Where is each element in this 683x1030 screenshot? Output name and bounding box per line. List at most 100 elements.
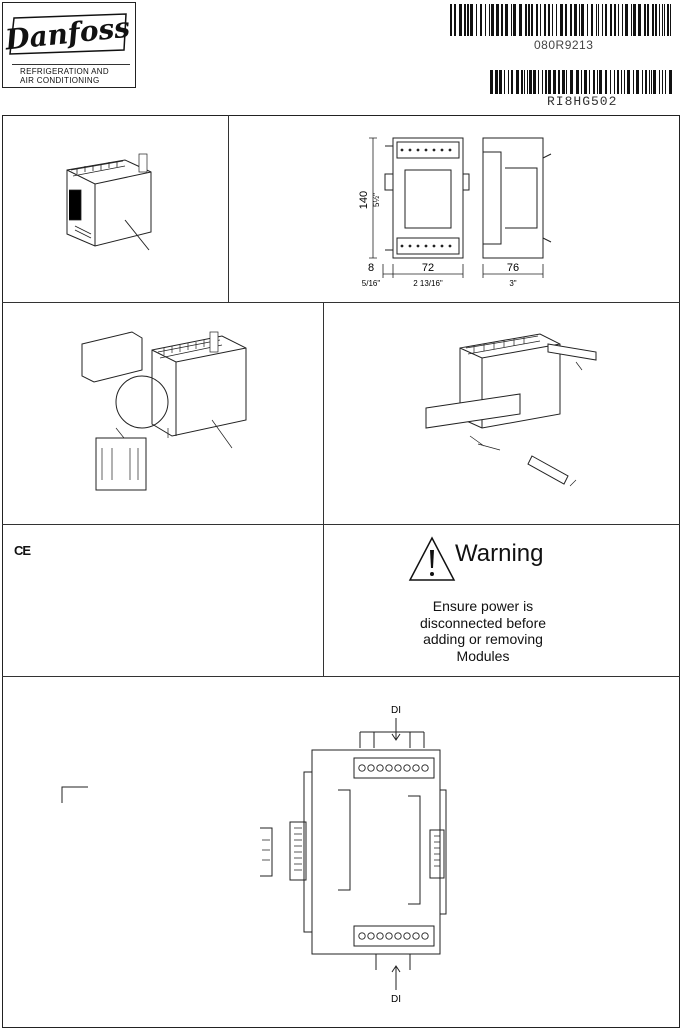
width-mm-label: 72: [422, 262, 434, 274]
barcode-bar: [589, 70, 590, 94]
module-isometric-illustration: [55, 150, 165, 265]
barcode-bar: [519, 4, 522, 36]
barcode-bar: [621, 70, 622, 94]
tagline: REFRIGERATION AND AIR CONDITIONING: [20, 67, 109, 85]
barcode-bar: [652, 4, 654, 36]
barcode-bar: [574, 4, 577, 36]
module-connection-illustration: [72, 320, 272, 505]
barcode-bar: [533, 70, 536, 94]
barcode-bar: [662, 4, 663, 36]
barcode-bar: [636, 70, 639, 94]
barcode-bar: [495, 70, 498, 94]
barcode-bar: [614, 4, 616, 36]
row-divider-2: [2, 524, 680, 525]
warning-line-3: adding or removing: [423, 631, 543, 647]
barcode-bar: [610, 70, 611, 94]
instruction-sheet: [2, 115, 680, 1028]
barcode-bar: [597, 70, 598, 94]
barcode-bar: [470, 4, 473, 36]
barcode-bar: [625, 4, 628, 36]
barcode-bar: [598, 4, 599, 36]
barcode-bar: [542, 70, 543, 94]
barcode-bar: [525, 4, 527, 36]
barcode-bar: [552, 4, 553, 36]
barcode-bar: [450, 4, 452, 36]
barcode-product-bars: [450, 4, 671, 36]
header-box: [2, 2, 136, 88]
barcode-bar: [504, 70, 505, 94]
barcode-bar: [633, 4, 636, 36]
row-divider-3: [2, 676, 680, 677]
barcode-bar: [490, 70, 493, 94]
barcode-bar: [562, 70, 565, 94]
barcode-bar: [664, 4, 665, 36]
barcode-bar: [548, 70, 551, 94]
barcode-bar: [579, 4, 580, 36]
barcode-bar: [513, 4, 516, 36]
barcode-bar: [570, 70, 573, 94]
col-divider-2: [323, 302, 324, 676]
barcode-bar: [602, 4, 603, 36]
barcode-bar: [642, 70, 643, 94]
barcode-bar: [662, 70, 663, 94]
barcode-bar: [544, 4, 546, 36]
din-rail-mounting-illustration: [420, 318, 610, 503]
barcode-bar: [659, 4, 660, 36]
barcode-bar: [605, 70, 607, 94]
rail-in-label: 5/16": [362, 279, 381, 288]
col-divider-1: [228, 115, 229, 302]
barcode-bar: [667, 4, 669, 36]
tagline-line2: AIR CONDITIONING: [20, 76, 100, 85]
barcode-bar: [624, 70, 625, 94]
width-in-label: 2 13/16": [413, 279, 443, 288]
warning-line-2: disconnected before: [419, 614, 547, 631]
barcode-bar: [536, 4, 538, 36]
di-top-label: DI: [391, 705, 401, 716]
barcode-bar: [476, 4, 477, 36]
barcode-bar: [647, 4, 649, 36]
danfoss-logo: Danfoss: [3, 10, 132, 57]
logo-graphic: Danfoss: [3, 11, 132, 57]
barcode-bar: [527, 70, 528, 94]
barcode-bar: [669, 70, 672, 94]
barcode-bar: [480, 4, 482, 36]
barcode-bar: [528, 4, 530, 36]
barcode-bar: [618, 4, 619, 36]
header-divider: [12, 64, 130, 65]
barcode-bar: [576, 70, 579, 94]
row-divider-1: [2, 302, 680, 303]
dimension-drawing: 140 5½" 8 5/16" 72 2 13/16" 76 3": [355, 128, 575, 308]
tagline-line1: REFRIGERATION AND: [20, 67, 109, 76]
product-code: 080R9213: [534, 38, 594, 52]
barcode-bar: [651, 70, 652, 94]
barcode-bar: [599, 70, 602, 94]
depth-mm-label: 76: [507, 262, 519, 274]
barcode-bar: [570, 4, 572, 36]
barcode-bar: [489, 4, 490, 36]
barcode-bar: [529, 70, 532, 94]
barcode-bar: [596, 4, 597, 36]
barcode-bar: [622, 4, 623, 36]
barcode-bar: [659, 70, 660, 94]
warning-title: Warning: [455, 540, 544, 567]
warning-line-4: Modules: [456, 647, 510, 664]
barcode-bar: [496, 4, 499, 36]
barcode-bar: [649, 70, 650, 94]
barcode-bar: [633, 70, 634, 94]
barcode-document-bars: [490, 70, 672, 94]
barcode-bar: [531, 4, 533, 36]
barcode-bar: [653, 70, 656, 94]
barcode-document: [490, 70, 672, 99]
barcode-bar: [605, 4, 607, 36]
barcode-bar: [670, 4, 671, 36]
barcode-bar: [545, 70, 547, 94]
ce-mark: CE: [14, 543, 31, 558]
barcode-bar: [591, 4, 593, 36]
barcode-bar: [644, 4, 646, 36]
barcode-bar: [631, 4, 632, 36]
barcode-bar: [665, 70, 666, 94]
barcode-bar: [540, 4, 541, 36]
barcode-bar: [459, 4, 462, 36]
barcode-bar: [464, 4, 466, 36]
barcode-bar: [560, 4, 563, 36]
